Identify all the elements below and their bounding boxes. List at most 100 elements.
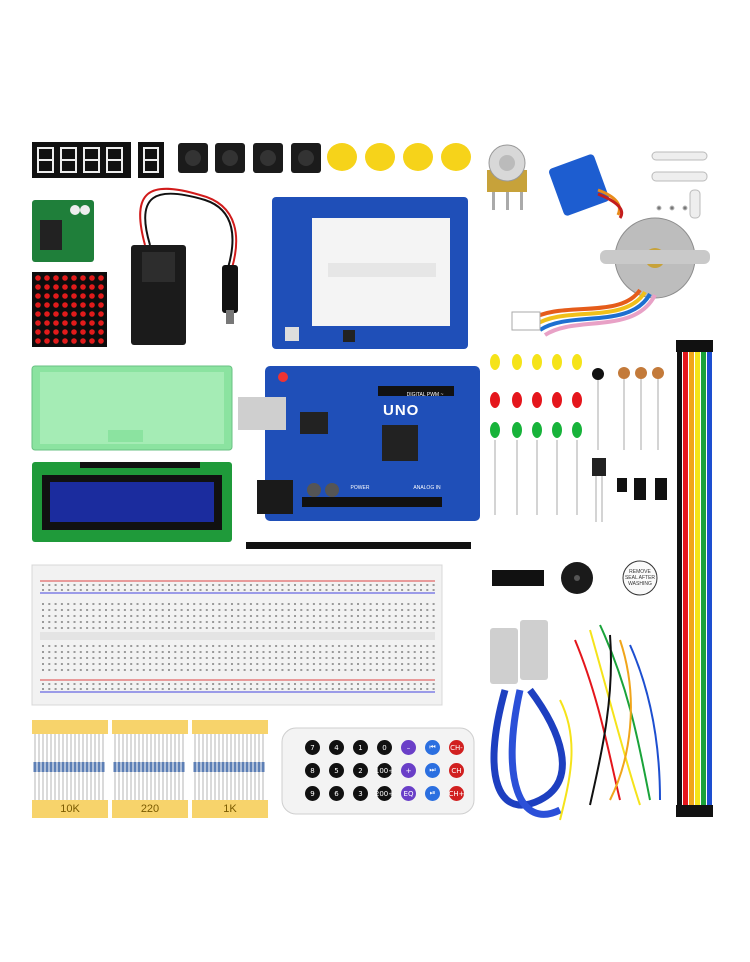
resistor — [77, 762, 81, 772]
remote-key[interactable]: ⏯ — [425, 786, 440, 801]
servo-motor — [549, 154, 624, 219]
remote-key[interactable]: 0 — [377, 740, 392, 755]
matrix-dot — [89, 284, 95, 290]
seven-segment-display-1digit — [138, 142, 164, 178]
resistor — [85, 762, 89, 772]
remote-key[interactable]: 1 — [353, 740, 368, 755]
resistor — [97, 762, 101, 772]
resistor — [209, 762, 213, 772]
led — [572, 354, 582, 370]
matrix-dot — [44, 338, 50, 344]
resistor — [89, 762, 93, 772]
matrix-dot — [35, 284, 41, 290]
lcd-1602 — [32, 462, 232, 542]
remote-key[interactable]: 100+ — [375, 763, 394, 778]
led — [572, 422, 582, 438]
matrix-dot — [62, 338, 68, 344]
matrix-dot — [44, 320, 50, 326]
led — [490, 392, 500, 408]
remote-key[interactable]: CH- — [449, 740, 464, 755]
uno-board — [238, 366, 480, 521]
matrix-dot — [35, 338, 41, 344]
led — [532, 392, 542, 408]
matrix-dot — [62, 302, 68, 308]
resistor — [217, 762, 221, 772]
remote-key[interactable]: 4 — [329, 740, 344, 755]
matrix-dot — [62, 284, 68, 290]
header-pins — [246, 542, 471, 549]
matrix-dot — [80, 284, 86, 290]
resistor — [61, 762, 65, 772]
remote-key[interactable]: 7 — [305, 740, 320, 755]
remote-key[interactable]: CH — [449, 763, 464, 778]
resistor — [149, 762, 153, 772]
resistor — [201, 762, 205, 772]
matrix-dot — [98, 284, 104, 290]
matrix-dot — [53, 320, 59, 326]
led — [490, 422, 500, 438]
stepper-motor — [511, 217, 710, 337]
matrix-dot — [62, 293, 68, 299]
remote-key[interactable]: – — [401, 740, 416, 755]
remote-key[interactable]: CH+ — [448, 786, 465, 801]
led — [512, 422, 522, 438]
resistor — [253, 762, 257, 772]
matrix-dot — [35, 293, 41, 299]
matrix-dot — [98, 302, 104, 308]
matrix-dot — [35, 320, 41, 326]
remote-key[interactable]: 200+ — [375, 786, 394, 801]
matrix-dot — [35, 329, 41, 335]
matrix-dot — [53, 275, 59, 281]
remote-key[interactable]: + — [401, 763, 416, 778]
resistor — [53, 762, 57, 772]
uno-board-label: UNO — [383, 402, 420, 419]
resistor — [193, 762, 197, 772]
button-caps — [327, 143, 471, 171]
resistor — [133, 762, 137, 772]
matrix-dot — [71, 302, 77, 308]
led — [490, 354, 500, 370]
breadboard — [31, 564, 443, 706]
matrix-dot — [98, 311, 104, 317]
matrix-dot — [98, 338, 104, 344]
remote-key[interactable]: 2 — [353, 763, 368, 778]
buzzer-seal-label: REMOVE SEAL AFTER WASHING — [624, 569, 656, 587]
matrix-dot — [35, 311, 41, 317]
remote-key[interactable]: ⏮ — [425, 740, 440, 755]
remote-key[interactable]: 5 — [329, 763, 344, 778]
matrix-dot — [80, 302, 86, 308]
matrix-dot — [80, 338, 86, 344]
resistor — [225, 762, 229, 772]
resistor — [257, 762, 261, 772]
matrix-dot — [53, 338, 59, 344]
remote-key[interactable]: EQ — [401, 786, 416, 801]
matrix-dot — [80, 329, 86, 335]
resistor — [37, 762, 41, 772]
matrix-dot — [71, 329, 77, 335]
stepper-driver-module — [32, 200, 94, 262]
matrix-dot — [98, 275, 104, 281]
matrix-dot — [44, 275, 50, 281]
resistor — [145, 762, 149, 772]
matrix-dot — [44, 284, 50, 290]
remote-key[interactable]: 3 — [353, 786, 368, 801]
resistor — [229, 762, 233, 772]
matrix-dot — [80, 320, 86, 326]
remote-key[interactable]: 6 — [329, 786, 344, 801]
resistor — [49, 762, 53, 772]
shift-register-chip — [492, 570, 544, 586]
remote-key[interactable]: 9 — [305, 786, 320, 801]
remote-key[interactable]: 8 — [305, 763, 320, 778]
matrix-dot — [71, 284, 77, 290]
resistor — [101, 762, 105, 772]
resistor — [169, 762, 173, 772]
remote-key[interactable]: ⏭ — [425, 763, 440, 778]
buzzer — [561, 560, 658, 596]
led — [552, 354, 562, 370]
resistor — [153, 762, 157, 772]
matrix-dot — [53, 311, 59, 317]
matrix-dot — [62, 320, 68, 326]
dupont-ribbon-cable — [676, 340, 713, 817]
ir-receiver — [592, 458, 606, 522]
resistor — [181, 762, 185, 772]
